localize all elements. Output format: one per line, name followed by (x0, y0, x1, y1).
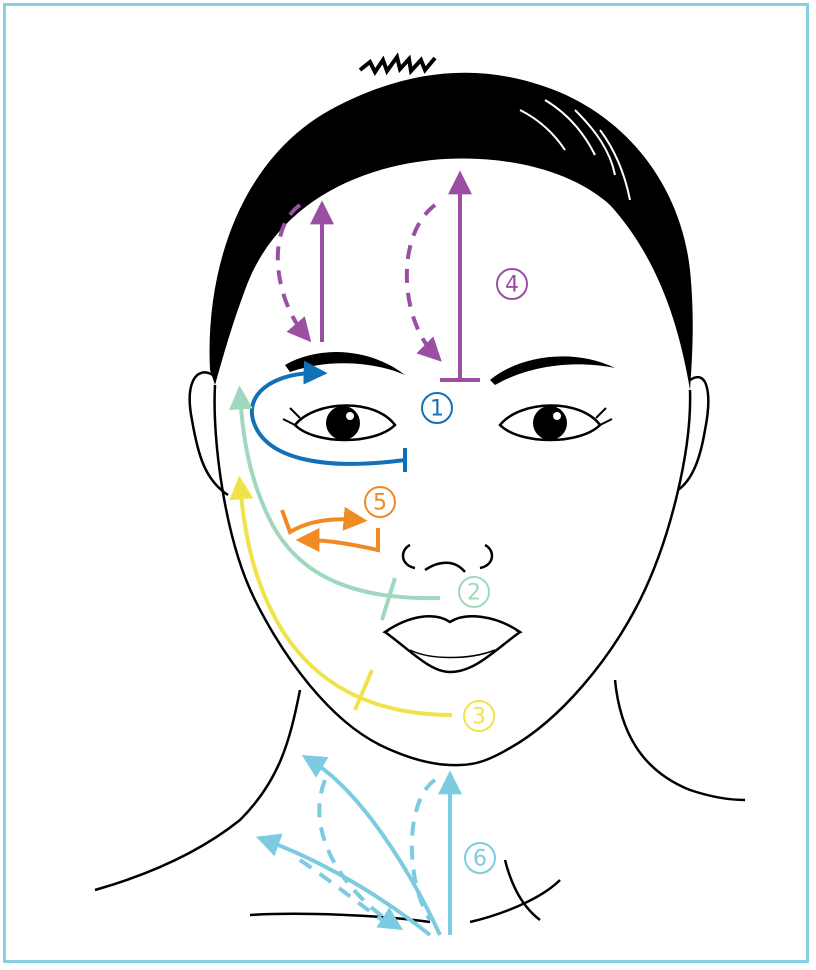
marker-6-label: 6 (473, 847, 487, 872)
marker-4-label: 4 (505, 273, 519, 298)
marker-5: 5 (365, 487, 395, 517)
route-5-cheekbone (282, 510, 378, 550)
marker-3: 3 (464, 701, 494, 731)
route-4-forehead (278, 180, 480, 380)
nose (403, 545, 492, 572)
hair (210, 57, 693, 390)
marker-4: 4 (497, 269, 527, 299)
lips (385, 616, 520, 672)
marker-2-label: 2 (467, 581, 481, 606)
marker-5-label: 5 (373, 491, 387, 516)
marker-2: 2 (459, 577, 489, 607)
marker-1: 1 (422, 393, 452, 423)
marker-3-label: 3 (472, 705, 486, 730)
marker-1-label: 1 (430, 397, 444, 422)
marker-6: 6 (465, 843, 495, 873)
route-6-neck (265, 760, 450, 935)
